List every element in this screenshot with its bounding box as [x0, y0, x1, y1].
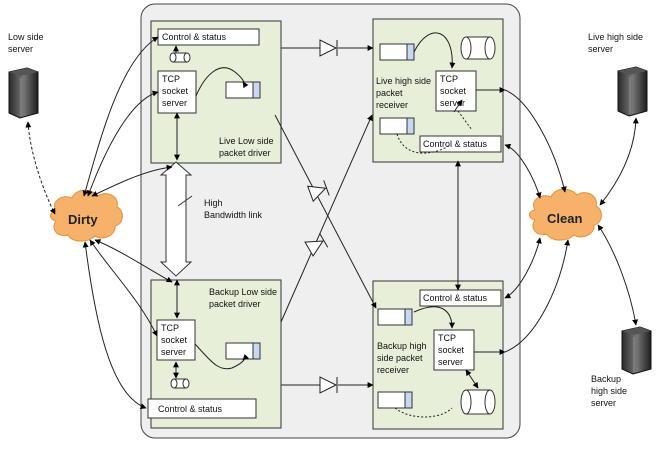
diode-icon [319, 376, 338, 394]
live-low-driver-label: Live Low side [219, 136, 274, 146]
live-high-receiver-label: receiver [376, 100, 408, 110]
svg-text:TCP: TCP [161, 323, 179, 333]
dirty-cloud: Dirty [49, 189, 123, 242]
live-high-server-label: server [588, 44, 613, 54]
control-status-label: Control & status [162, 32, 227, 42]
tcp-server-backup-low: TCP socket server [156, 319, 196, 361]
control-status-backup-high: Control & status [419, 289, 502, 307]
clean-cloud: Clean [528, 188, 602, 241]
external-connectors-dirty [25, 36, 173, 409]
backup-high-server-label: server [591, 398, 616, 408]
backup-high-server-label: Backup [591, 374, 621, 384]
backup-low-driver-label: Backup Low side [209, 287, 277, 297]
diode-icon [306, 180, 330, 203]
buffer-queue-backup-high-top [377, 308, 413, 326]
buffer-queue-live-high-top [379, 43, 415, 61]
svg-text:TCP: TCP [438, 333, 456, 343]
diode-icon [319, 39, 338, 57]
control-status-backup-low: Control & status [147, 398, 257, 419]
buffer-queue-backup-low [225, 342, 261, 360]
tcp-server-live-high: TCP socket server [435, 70, 477, 112]
backup-high-receiver-label: receiver [377, 365, 409, 375]
svg-text:socket: socket [440, 86, 467, 96]
svg-text:TCP: TCP [162, 74, 180, 84]
control-status-label: Control & status [423, 293, 488, 303]
storage-cylinder-icon [460, 36, 496, 60]
buffer-queue-backup-high-bottom [377, 391, 413, 409]
tcp-server-live-low: TCP socket server [157, 70, 197, 114]
diode-icon [304, 233, 329, 257]
low-side-server-label: Low side [8, 32, 44, 42]
control-status-label: Control & status [423, 139, 488, 149]
svg-text:server: server [162, 98, 187, 108]
control-status-live-high: Control & status [419, 135, 502, 153]
svg-text:server: server [161, 347, 186, 357]
internal-connectors [173, 32, 506, 418]
backup-low-driver-label: packet driver [209, 299, 261, 309]
dirty-label: Dirty [68, 212, 98, 227]
clean-label: Clean [547, 211, 582, 226]
low-side-server-icon [8, 67, 39, 119]
backup-high-server-icon [621, 326, 652, 375]
live-high-server-label: Live high side [588, 32, 643, 42]
backup-high-server-label: high side [591, 386, 627, 396]
live-high-receiver-label: Live high side [376, 76, 431, 86]
live-high-receiver-label: packet [376, 88, 403, 98]
socket-icon [170, 378, 190, 389]
svg-text:socket: socket [161, 335, 188, 345]
live-low-driver-label: packet driver [219, 148, 271, 158]
buffer-queue-live-low [225, 81, 261, 99]
buffer-queue-live-high-bottom [379, 117, 415, 135]
backup-high-receiver-label: Backup high [377, 341, 427, 351]
storage-cylinder-icon [460, 389, 496, 415]
svg-text:socket: socket [162, 86, 189, 96]
svg-text:server: server [440, 98, 465, 108]
svg-text:server: server [438, 357, 463, 367]
socket-icon [169, 52, 191, 63]
backup-high-receiver-label: side packet [377, 353, 423, 363]
svg-text:socket: socket [438, 345, 465, 355]
cross-connections [274, 45, 377, 388]
control-status-live-low: Control & status [157, 28, 260, 46]
live-high-server-icon [617, 66, 648, 117]
link-label: High [204, 198, 223, 208]
tcp-server-backup-high: TCP socket server [433, 329, 475, 371]
low-side-server-label: server [8, 44, 33, 54]
external-connectors-clean [504, 89, 639, 353]
link-label: Bandwidth link [204, 210, 263, 220]
control-status-label: Control & status [158, 404, 223, 414]
svg-text:TCP: TCP [440, 74, 458, 84]
